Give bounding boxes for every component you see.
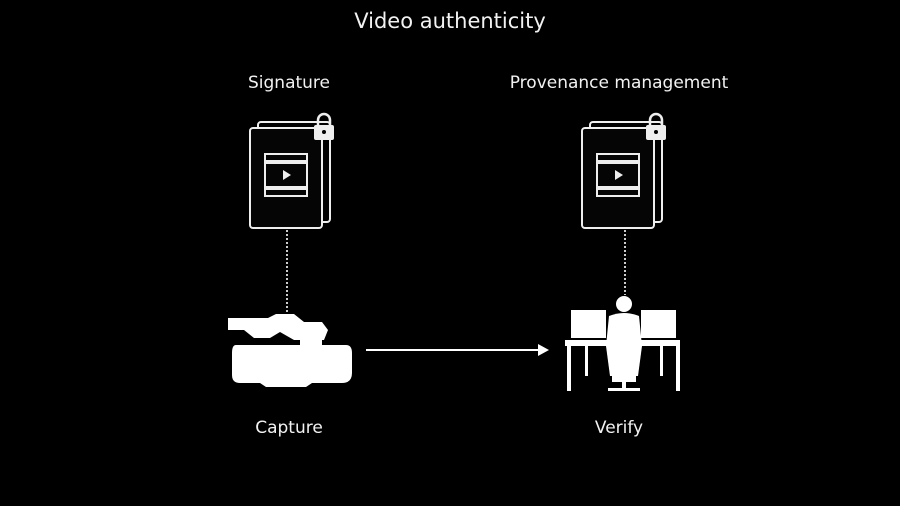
diagram-title: Video authenticity — [354, 9, 546, 33]
capture-label: Capture — [255, 418, 323, 438]
verify-label: Verify — [594, 418, 644, 438]
provenance-management-label: Provenance management — [509, 73, 729, 93]
video-camera-icon — [228, 314, 352, 387]
signature-label: Signature — [247, 73, 331, 93]
arrow — [366, 344, 549, 356]
provenance-document-lock-icon — [580, 112, 668, 230]
person-at-workstation-icon — [565, 296, 680, 391]
signature-document-lock-icon — [248, 112, 336, 230]
